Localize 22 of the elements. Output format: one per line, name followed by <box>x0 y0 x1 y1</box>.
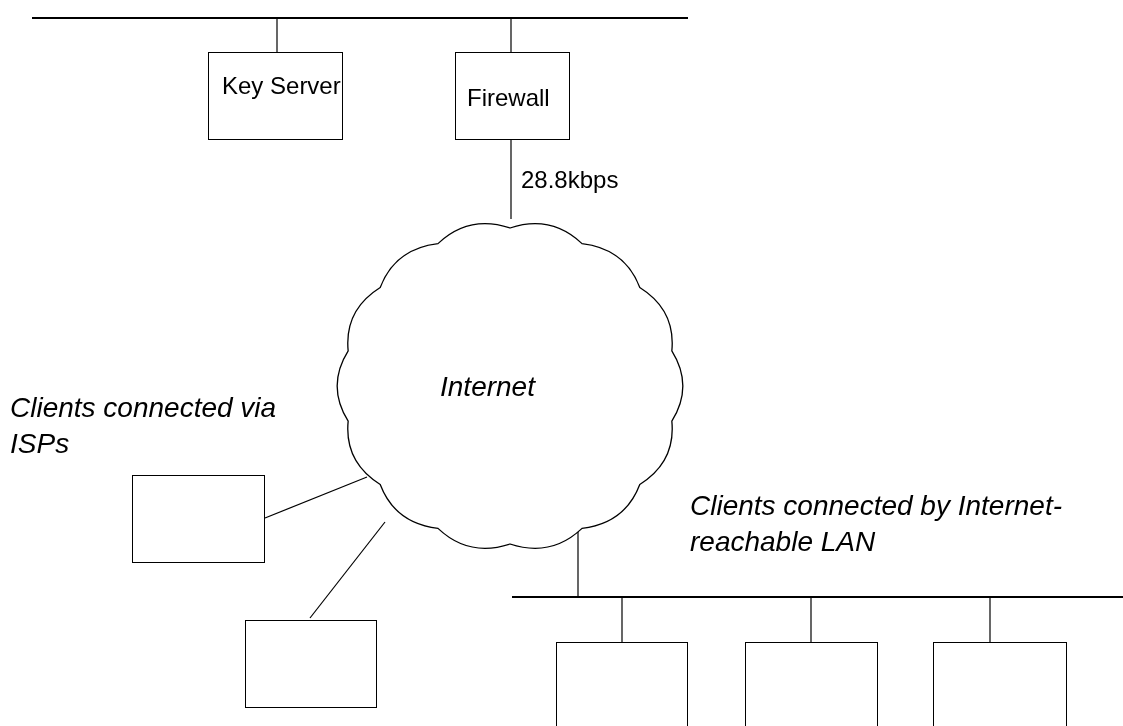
server-box <box>455 52 570 140</box>
connector-line <box>309 521 386 619</box>
client-box <box>132 475 265 563</box>
connector-line <box>510 17 512 53</box>
connector-line <box>621 596 623 643</box>
cloud-label: Internet <box>440 370 537 404</box>
client-box <box>245 620 377 708</box>
client-box <box>556 642 688 726</box>
connector-line <box>989 596 991 643</box>
group-caption: Clients connected via ISPs <box>10 391 278 461</box>
node-label: Firewall <box>466 83 551 113</box>
connector-line <box>276 17 278 53</box>
client-box <box>933 642 1067 726</box>
connector-line <box>510 139 512 220</box>
node-label: Key Server <box>221 71 342 101</box>
network-bus-line <box>32 17 688 19</box>
connector-line <box>264 476 368 519</box>
network-bus-line <box>512 596 1123 598</box>
connector-line <box>810 596 812 643</box>
group-caption: Clients connected by Internet-reachable LAN <box>690 489 1063 559</box>
client-box <box>745 642 878 726</box>
server-box <box>208 52 343 140</box>
